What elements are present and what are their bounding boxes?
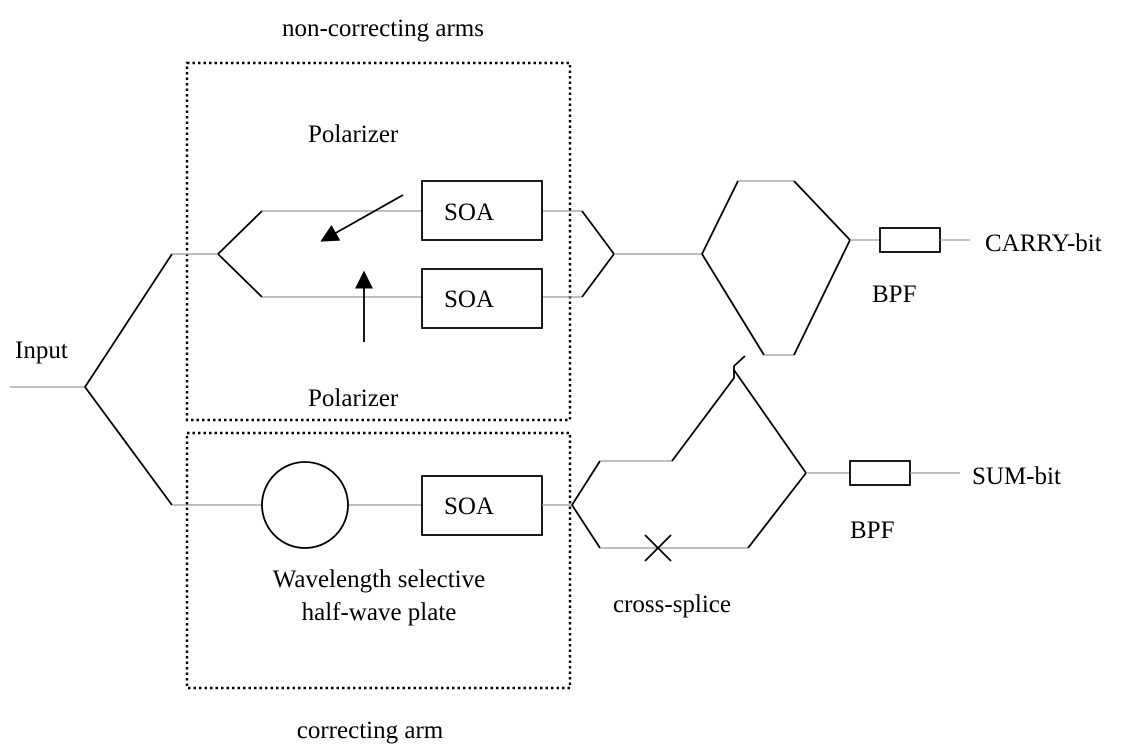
- soa-upper-2-label: SOA: [444, 286, 494, 313]
- cross-splice-label: cross-splice: [613, 591, 731, 618]
- soa-lower: SOA: [421, 475, 543, 536]
- input-splitter: [10, 253, 422, 506]
- wavelength-label-line2: half-wave plate: [302, 599, 457, 626]
- correcting-arm-box: [185, 431, 572, 690]
- wavelength-label-line1: Wavelength selective: [273, 566, 485, 593]
- top-caption: non-correcting arms: [282, 15, 484, 42]
- cross-splice-mark: [644, 534, 672, 562]
- soa-lower-label: SOA: [444, 493, 494, 520]
- polarizer-top-label: Polarizer: [308, 121, 399, 148]
- sum-bit-label: SUM-bit: [972, 463, 1061, 490]
- bottom-caption: correcting arm: [297, 717, 444, 744]
- soa-upper-1: SOA: [421, 180, 543, 241]
- half-wave-plate: [261, 461, 349, 549]
- polarizer-top-arrow: [320, 194, 404, 242]
- bpf-sum-filter: [849, 460, 911, 486]
- input-label: Input: [15, 337, 68, 364]
- soa-upper-1-label: SOA: [444, 199, 494, 226]
- lower-interferometer: [542, 355, 807, 549]
- non-correcting-arms-box: [185, 61, 572, 422]
- bpf-carry-filter: [879, 227, 941, 253]
- polarizer-bottom-label: Polarizer: [308, 385, 399, 412]
- bpf-sum-label: BPF: [850, 517, 894, 544]
- sum-output: [806, 460, 960, 486]
- carry-bit-label: CARRY-bit: [985, 230, 1102, 257]
- carry-output: [850, 227, 970, 253]
- soa-upper-2: SOA: [421, 268, 543, 329]
- bpf-carry-label: BPF: [872, 281, 916, 308]
- upper-interferometer: [217, 210, 702, 298]
- output-coupler: [701, 180, 851, 474]
